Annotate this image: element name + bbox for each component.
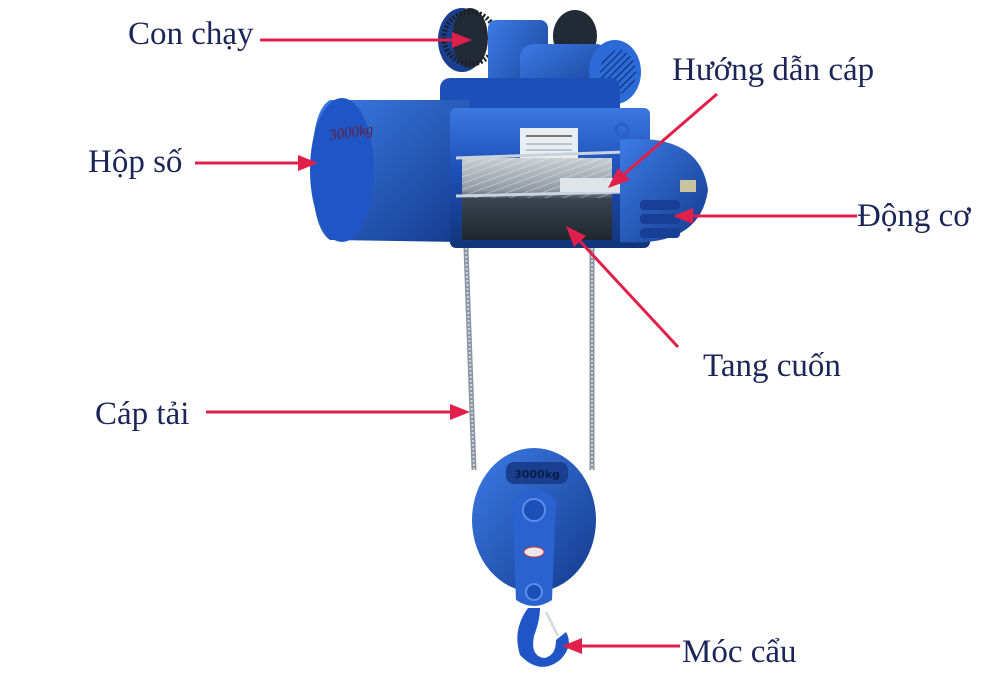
label-hook: Móc cẩu [682, 634, 797, 670]
hoist-body: 3000kg [310, 78, 708, 248]
label-trolley: Con chạy [128, 16, 254, 52]
label-motor: Động cơ [857, 198, 971, 234]
label-load-cable: Cáp tải [95, 396, 190, 432]
callout-arrows [195, 32, 857, 654]
hook-block-load-marking: 3000kg [514, 468, 560, 481]
label-drum: Tang cuốn [703, 348, 841, 384]
label-gearbox: Hộp số [88, 144, 183, 180]
load-cables [463, 247, 595, 471]
label-rope-guide: Hướng dẫn cáp [672, 52, 875, 88]
hook-block: 3000kg [472, 448, 596, 606]
gearbox-load-marking: 3000kg [327, 122, 374, 144]
crane-hook [517, 608, 569, 667]
